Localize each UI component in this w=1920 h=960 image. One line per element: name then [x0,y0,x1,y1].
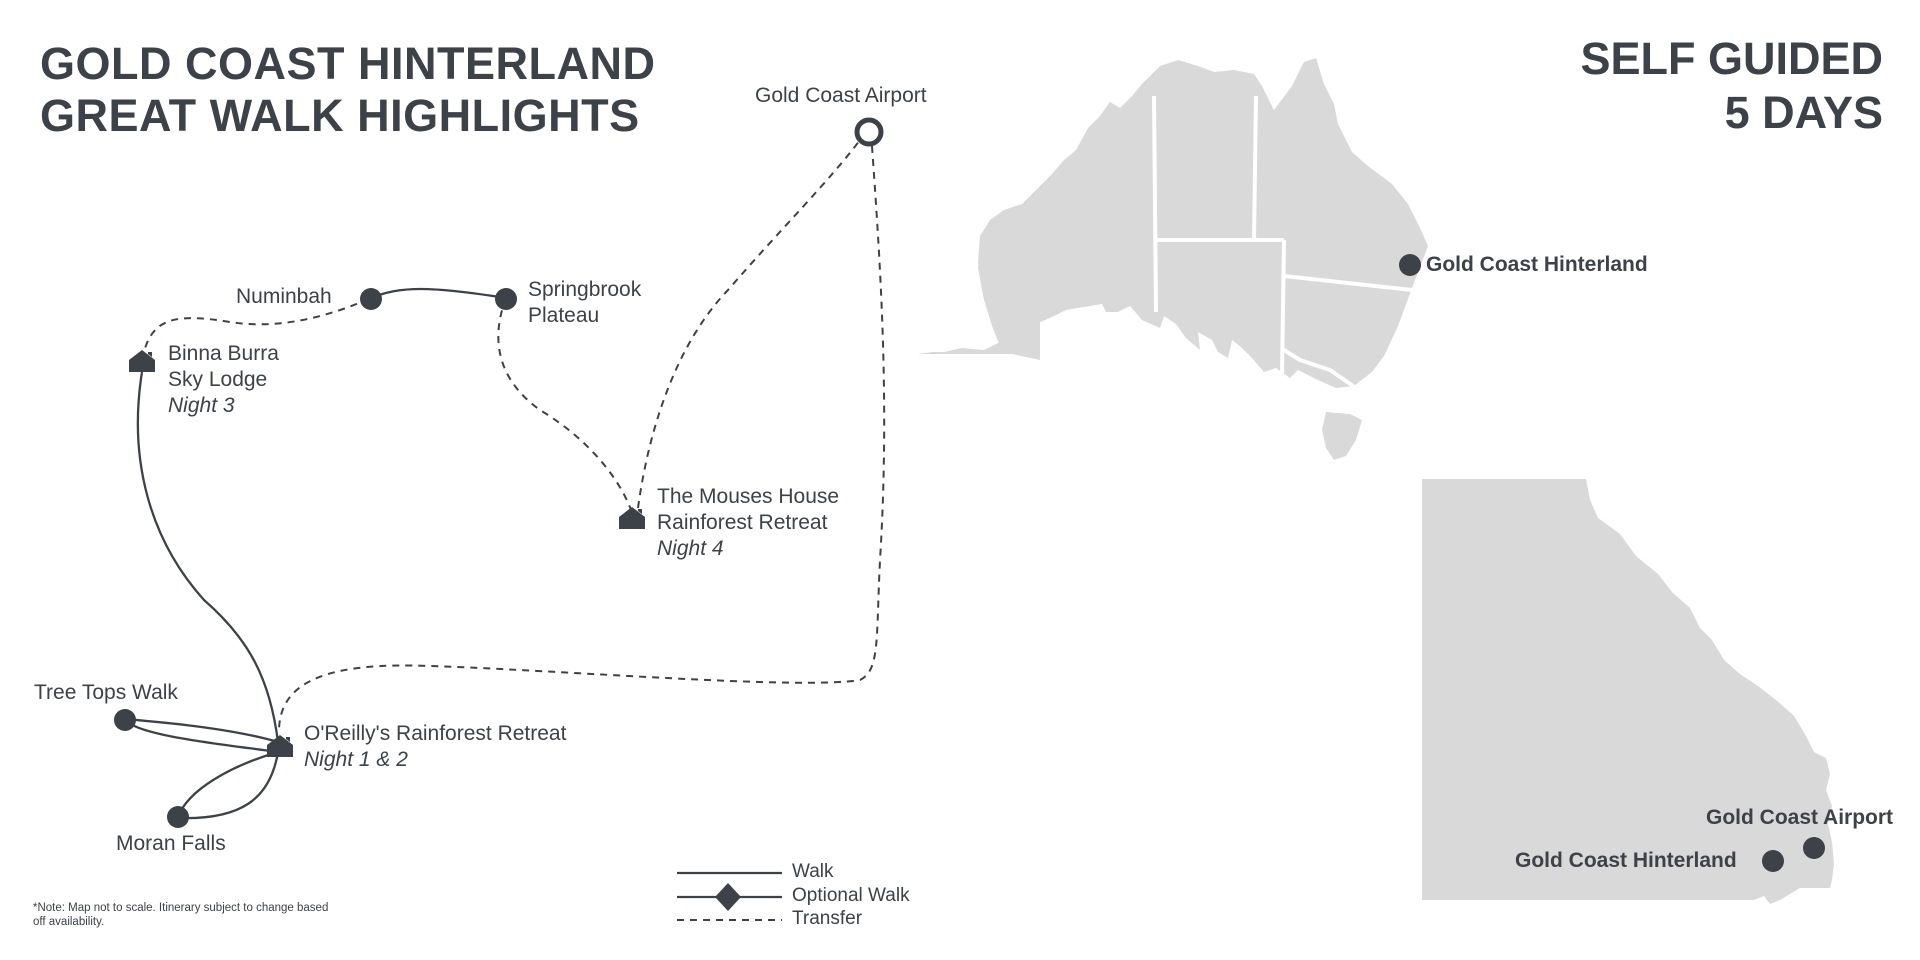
label-springbrook-line2: Plateau [528,304,600,327]
transfer-binna-numinbah [141,297,372,361]
house-icon [619,507,645,529]
label-binna-burra: Binna Burra Sky Lodge Night 3 [168,341,279,419]
australia-marker-dot [1399,254,1421,276]
australia-map [918,58,1428,460]
label-binna-line2: Sky Lodge [168,368,268,391]
label-oreilly-night: Night 1 & 2 [304,748,408,771]
australia-landmass [918,58,1428,388]
label-mouses-line2: Rainforest Retreat [657,511,828,534]
australia-west-coast [978,204,1040,360]
queensland-landmass [1422,479,1834,904]
label-airport: Gold Coast Airport [755,84,927,107]
legend-transfer-label: Transfer [792,908,863,929]
numinbah-dot [360,288,382,310]
walk-moran-1 [176,750,279,818]
markers [114,117,884,828]
transfer-airport-oreilly [278,145,886,731]
qld-airport-dot [1803,837,1825,859]
transfer-springbrook-mouses [497,297,632,511]
label-mouses-night: Night 4 [657,537,724,560]
treetops-dot [114,709,136,731]
label-springbrook: Springbrook Plateau [528,277,641,329]
badge-line-1: SELF GUIDED [1580,33,1883,84]
australia-marker-label: Gold Coast Hinterland [1426,253,1648,276]
label-binna-line1: Binna Burra [168,342,279,365]
legend-walk-label: Walk [792,861,834,882]
label-treetops: Tree Tops Walk [34,681,178,704]
legend-optional-label: Optional Walk [792,885,910,906]
qld-airport-label: Gold Coast Airport [1706,806,1894,829]
disclaimer-note: *Note: Map not to scale. Itinerary subje… [33,902,329,928]
tasmania [1322,412,1362,460]
label-numinbah: Numinbah [236,285,332,308]
duration-badge: SELF GUIDED 5 DAYS [1580,32,1883,140]
transfer-lines [141,139,886,731]
label-moran: Moran Falls [116,832,226,855]
label-oreilly-line1: O'Reilly's Rainforest Retreat [304,722,567,745]
page-title: GOLD COAST HINTERLAND GREAT WALK HIGHLIG… [40,38,655,142]
queensland-map [1422,479,1834,904]
moran-dot [167,806,189,828]
house-icon [267,735,293,757]
legend-diamond-icon [715,883,741,911]
badge-line-2: 5 DAYS [1724,87,1883,138]
transfer-mouses-airport [637,139,861,509]
qld-hinterland-dot [1762,850,1784,872]
airport-ring-marker [854,117,884,147]
walk-moran-2 [177,751,280,820]
springbrook-dot [495,288,517,310]
qld-hinterland-label: Gold Coast Hinterland [1515,849,1737,872]
label-binna-night: Night 3 [168,394,235,417]
house-icon [129,350,155,372]
label-mouses-house: The Mouses House Rainforest Retreat Nigh… [657,484,839,562]
walk-binna-oreilly [136,371,280,743]
title-line-1: GOLD COAST HINTERLAND [40,38,656,89]
walk-treetops-1 [124,717,279,744]
legend-graphics [677,871,782,921]
label-springbrook-line1: Springbrook [528,278,642,301]
walk-numinbah-springbrook [370,287,507,300]
label-oreilly: O'Reilly's Rainforest Retreat Night 1 & … [304,721,566,773]
label-mouses-line1: The Mouses House [657,485,840,508]
title-line-2: GREAT WALK HIGHLIGHTS [40,90,640,141]
